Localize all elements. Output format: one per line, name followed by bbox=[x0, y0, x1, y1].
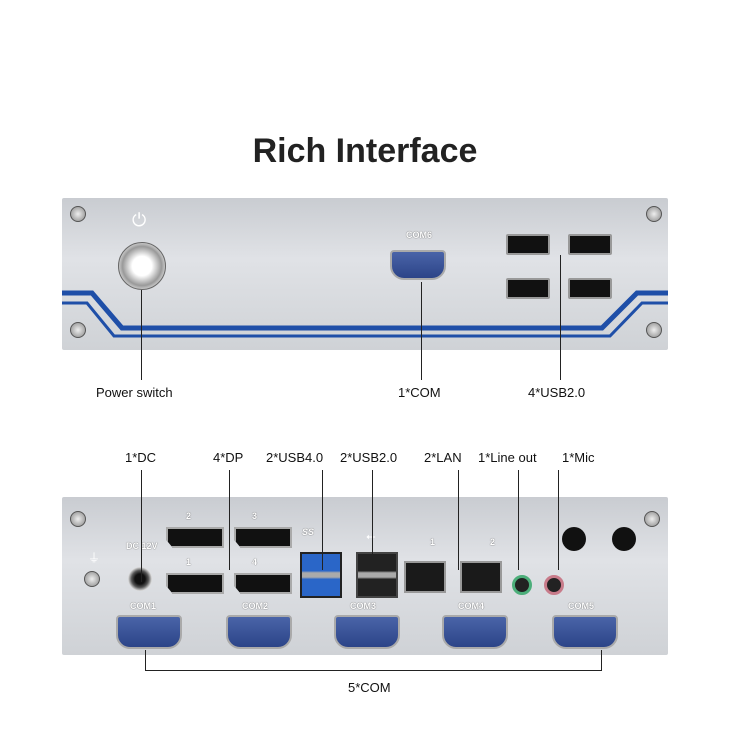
callout-usb4: 2*USB4.0 bbox=[266, 450, 324, 465]
dp-label: 2 bbox=[186, 511, 192, 521]
lan-port bbox=[404, 561, 446, 593]
mic-jack bbox=[544, 575, 564, 595]
callout-dc: 1*DC bbox=[125, 450, 157, 465]
callout-5com: 5*COM bbox=[348, 680, 391, 695]
power-button[interactable] bbox=[118, 242, 166, 290]
line-out-jack bbox=[512, 575, 532, 595]
usb2-port bbox=[506, 278, 550, 299]
callout-line bbox=[560, 255, 561, 380]
antenna-connector bbox=[612, 527, 636, 551]
com-label: COM4 bbox=[458, 601, 485, 611]
dp-label: 1 bbox=[186, 557, 192, 567]
callout-line bbox=[518, 470, 519, 570]
callout-line bbox=[558, 470, 559, 570]
callout-line bbox=[458, 470, 459, 570]
callout-usb2: 2*USB2.0 bbox=[340, 450, 398, 465]
displayport bbox=[166, 527, 224, 548]
com-port bbox=[552, 615, 618, 649]
dc-jack bbox=[128, 567, 152, 591]
screw-icon bbox=[644, 511, 660, 527]
page-title: Rich Interface bbox=[252, 132, 478, 170]
displayport bbox=[234, 527, 292, 548]
front-panel: ⏻ COM6 bbox=[62, 198, 668, 350]
screw-icon bbox=[70, 511, 86, 527]
com-port bbox=[334, 615, 400, 649]
lan-port bbox=[460, 561, 502, 593]
screw-icon bbox=[70, 206, 86, 222]
dp-label: 3 bbox=[252, 511, 258, 521]
callout-line bbox=[229, 470, 230, 570]
com-label: COM5 bbox=[568, 601, 595, 611]
blue-stripe bbox=[62, 290, 668, 338]
power-symbol-icon: ⏻ bbox=[132, 210, 147, 230]
antenna-connector bbox=[562, 527, 586, 551]
usb2-ports bbox=[356, 552, 398, 598]
com-label: COM1 bbox=[130, 601, 157, 611]
callout-line bbox=[141, 290, 142, 380]
com-label: COM3 bbox=[350, 601, 377, 611]
screw-icon bbox=[646, 322, 662, 338]
callout-dp: 4*DP bbox=[213, 450, 244, 465]
displayport bbox=[166, 573, 224, 594]
callout-line bbox=[421, 282, 422, 380]
dp-label: 4 bbox=[252, 557, 258, 567]
ground-screw-icon bbox=[84, 571, 100, 587]
com6-label: COM6 bbox=[406, 230, 433, 240]
usb2-port bbox=[568, 234, 612, 255]
com6-port bbox=[390, 250, 446, 280]
com-bracket bbox=[145, 650, 602, 671]
screw-icon bbox=[646, 206, 662, 222]
callout-usb: 4*USB2.0 bbox=[528, 385, 586, 400]
usb3-logo-icon: SS bbox=[302, 527, 315, 537]
callout-line-out: 1*Line out bbox=[478, 450, 537, 465]
usb4-ports bbox=[300, 552, 342, 598]
callout-line bbox=[141, 470, 142, 582]
usb2-port bbox=[506, 234, 550, 255]
callout-lan: 2*LAN bbox=[424, 450, 462, 465]
com-port bbox=[116, 615, 182, 649]
callout-line bbox=[322, 470, 323, 570]
callout-mic: 1*Mic bbox=[562, 450, 595, 465]
displayport bbox=[234, 573, 292, 594]
com-port bbox=[226, 615, 292, 649]
callout-line bbox=[372, 470, 373, 570]
lan-label: 1 bbox=[430, 537, 436, 547]
callout-com: 1*COM bbox=[398, 385, 441, 400]
rear-panel: ⏚ DC 12V 2 3 1 4 SS ⭠ 1 2 COM1 COM2 COM3… bbox=[62, 497, 668, 655]
com-label: COM2 bbox=[242, 601, 269, 611]
callout-power-switch: Power switch bbox=[96, 385, 173, 400]
ground-icon: ⏚ bbox=[88, 551, 101, 565]
usb-icon: ⭠ bbox=[366, 529, 376, 543]
screw-icon bbox=[70, 322, 86, 338]
usb2-port bbox=[568, 278, 612, 299]
lan-label: 2 bbox=[490, 537, 496, 547]
com-port bbox=[442, 615, 508, 649]
